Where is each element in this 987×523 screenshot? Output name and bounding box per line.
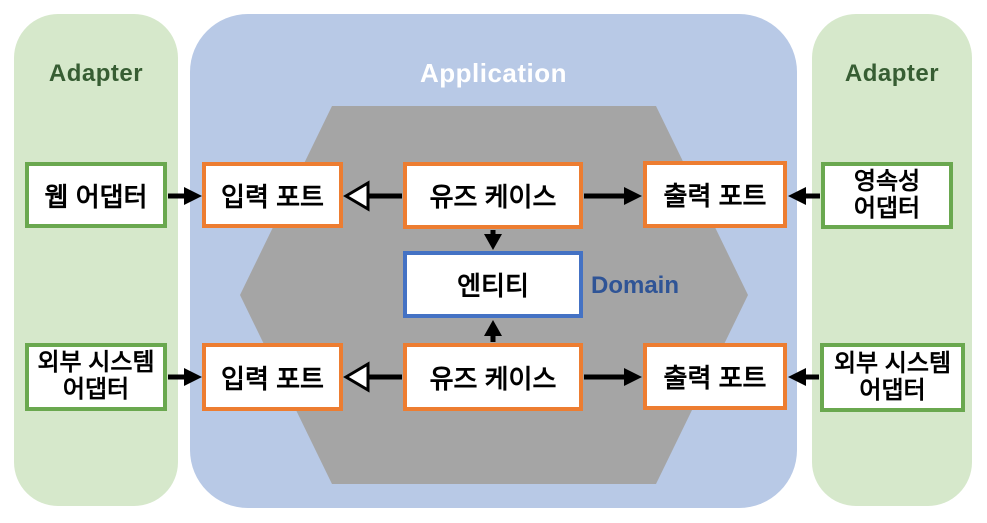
input-port-top-box: 입력 포트 [202, 162, 343, 228]
entity-box: 엔티티 [403, 251, 583, 318]
right-adapter-panel: Adapter [812, 14, 972, 506]
left-adapter-panel: Adapter [14, 14, 178, 506]
use-case-top-box: 유즈 케이스 [403, 162, 583, 229]
left-adapter-title: Adapter [48, 60, 144, 87]
domain-label: Domain [591, 272, 680, 299]
output-port-bottom-box: 출력 포트 [643, 343, 787, 410]
right-adapter-title: Adapter [844, 60, 940, 87]
output-port-top-box: 출력 포트 [643, 161, 787, 228]
persistence-adapter-box: 영속성 어댑터 [821, 162, 953, 229]
web-adapter-box: 웹 어댑터 [25, 162, 167, 228]
input-port-bottom-box: 입력 포트 [202, 343, 343, 411]
external-system-adapter-left-box: 외부 시스템 어댑터 [25, 343, 167, 411]
external-system-adapter-right-box: 외부 시스템 어댑터 [820, 343, 965, 412]
use-case-bottom-box: 유즈 케이스 [403, 343, 583, 411]
application-title: Application [419, 58, 568, 88]
